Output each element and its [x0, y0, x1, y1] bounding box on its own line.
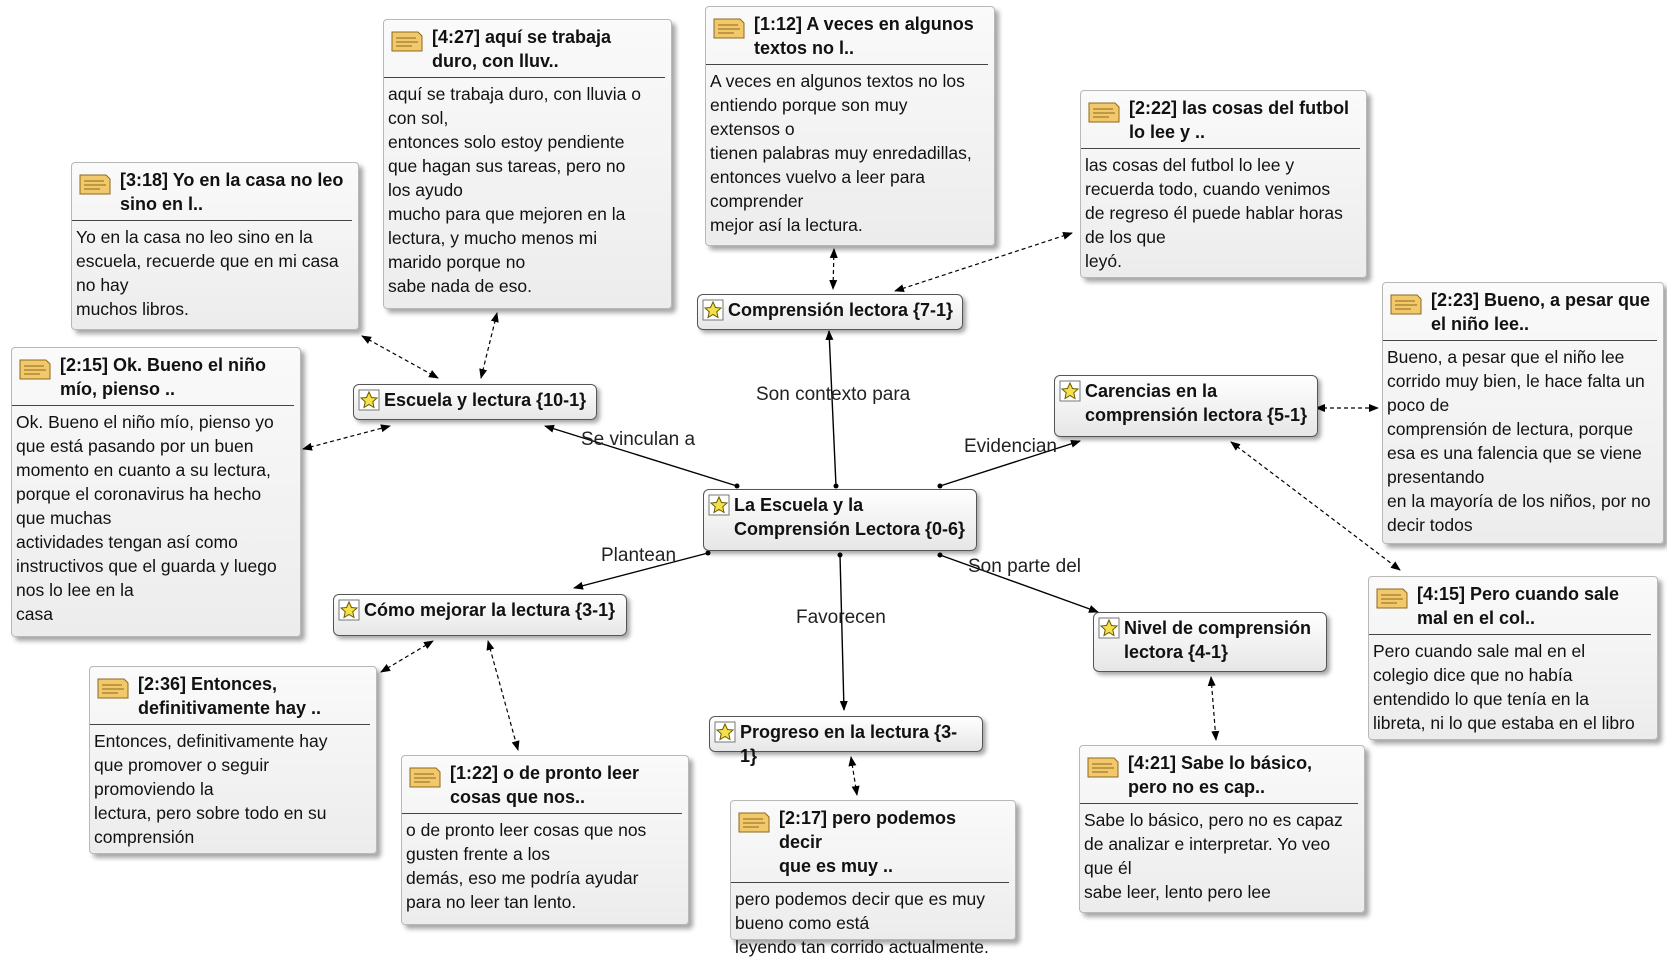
quote-note-icon — [1376, 588, 1408, 609]
quote-header: [2:17] pero podemos decir que es muy .. — [731, 801, 1009, 883]
link-son-parte — [939, 554, 1099, 613]
quote-title: [4:27] aquí se trabaja duro, con lluv.. — [432, 27, 612, 71]
link-q421 — [1207, 676, 1220, 741]
link-q112 — [829, 248, 838, 290]
quote-text: Entonces, definitivamente hay que promov… — [94, 731, 328, 847]
quote-title: [2:22] las cosas del futbol lo lee y .. — [1129, 98, 1350, 142]
quote-header: [1:22] o de pronto leer cosas que nos.. — [402, 756, 682, 814]
quote-title: [3:18] Yo en la casa no leo sino en l.. — [120, 170, 344, 214]
quote-note-icon — [713, 18, 745, 39]
code-label: Escuela y lectura {10-1} — [384, 390, 587, 410]
relation-label-evidencian: Evidencian — [964, 436, 1057, 457]
code-icon — [714, 721, 736, 743]
quote-2-17[interactable]: [2:17] pero podemos decir que es muy .. … — [730, 800, 1016, 957]
link-q122 — [486, 640, 520, 751]
link-se-vinculan — [544, 424, 738, 487]
code-center[interactable]: La Escuela y la Comprensión Lectora {0-6… — [703, 489, 977, 551]
quote-header: [1:12] A veces en algunos textos no l.. — [706, 7, 988, 65]
quote-text: Sabe lo básico, pero no es capaz de anal… — [1084, 810, 1343, 902]
relation-label-son-contexto: Son contexto para — [756, 384, 911, 405]
quote-note-icon — [19, 359, 51, 380]
quote-4-27[interactable]: [4:27] aquí se trabaja duro, con lluv.. … — [383, 19, 672, 309]
quote-1-22[interactable]: [1:22] o de pronto leer cosas que nos.. … — [401, 755, 689, 925]
quote-title: [2:15] Ok. Bueno el niño mío, pienso .. — [60, 355, 267, 399]
quote-header: [4:21] Sabe lo básico, pero no es cap.. — [1080, 746, 1358, 804]
code-icon — [1059, 380, 1081, 402]
quote-text: las cosas del futbol lo lee y recuerda t… — [1085, 155, 1343, 271]
code-label: Cómo mejorar la lectura {3-1} — [364, 600, 616, 620]
quote-note-icon — [1088, 102, 1120, 123]
quote-title: [2:36] Entonces, definitivamente hay .. — [138, 674, 322, 718]
quote-header: [2:36] Entonces, definitivamente hay .. — [90, 667, 370, 725]
quote-text: o de pronto leer cosas que nos gusten fr… — [406, 820, 647, 912]
quote-text: pero podemos decir que es muy bueno como… — [735, 889, 989, 957]
quote-header: [2:15] Ok. Bueno el niño mío, pienso .. — [12, 348, 294, 406]
code-label: Carencias en la comprensión lectora {5-1… — [1085, 381, 1308, 425]
quote-2-22[interactable]: [2:22] las cosas del futbol lo lee y .. … — [1080, 90, 1367, 278]
quote-4-21[interactable]: [4:21] Sabe lo básico, pero no es cap.. … — [1079, 745, 1365, 913]
quote-note-icon — [738, 812, 770, 833]
code-icon — [708, 494, 730, 516]
link-q415 — [1230, 441, 1401, 571]
link-q427 — [479, 312, 499, 379]
link-q222 — [894, 232, 1073, 292]
quote-text: Yo en la casa no leo sino en la escuela,… — [76, 227, 339, 319]
relation-label-son-parte: Son parte del — [968, 556, 1082, 577]
quote-2-15[interactable]: [2:15] Ok. Bueno el niño mío, pienso .. … — [11, 347, 301, 637]
quote-note-icon — [1087, 757, 1119, 778]
link-son-contexto — [825, 330, 837, 487]
quote-title: [4:15] Pero cuando sale mal en el col.. — [1417, 584, 1620, 628]
relation-label-se-vinculan: Se vinculan a — [581, 429, 696, 450]
quote-1-12[interactable]: [1:12] A veces en algunos textos no l.. … — [705, 6, 995, 246]
link-favorecen — [839, 554, 848, 711]
link-q318 — [361, 335, 439, 379]
quote-title: [1:22] o de pronto leer cosas que nos.. — [450, 763, 640, 807]
quote-4-15[interactable]: [4:15] Pero cuando sale mal en el col.. … — [1368, 576, 1658, 740]
quote-text: Bueno, a pesar que el niño lee corrido m… — [1387, 347, 1651, 535]
code-nivel[interactable]: Nivel de comprensión lectora {4-1} — [1093, 612, 1327, 672]
code-label: Progreso en la lectura {3-1} — [740, 722, 958, 766]
code-label: Nivel de comprensión lectora {4-1} — [1124, 618, 1312, 662]
code-icon — [1098, 617, 1120, 639]
relation-links — [302, 232, 1401, 796]
quote-header: [4:27] aquí se trabaja duro, con lluv.. — [384, 20, 665, 78]
code-escuela[interactable]: Escuela y lectura {10-1} — [353, 384, 597, 420]
link-q215 — [302, 424, 391, 451]
quote-note-icon — [97, 678, 129, 699]
quote-title: [2:17] pero podemos decir que es muy .. — [779, 808, 957, 876]
code-icon — [358, 389, 380, 411]
quote-note-icon — [1390, 294, 1422, 315]
quote-title: [1:12] A veces en algunos textos no l.. — [754, 14, 974, 58]
quote-text: Ok. Bueno el niño mío, pienso yo que est… — [16, 412, 277, 624]
code-label: Comprensión lectora {7-1} — [728, 300, 954, 320]
quote-note-icon — [391, 31, 423, 52]
quote-note-icon — [79, 174, 111, 195]
code-progreso[interactable]: Progreso en la lectura {3-1} — [709, 716, 983, 766]
quote-header: [2:23] Bueno, a pesar que el niño lee.. — [1383, 283, 1657, 341]
code-icon — [702, 299, 724, 321]
quote-2-36[interactable]: [2:36] Entonces, definitivamente hay .. … — [89, 666, 377, 854]
link-plantean — [573, 552, 709, 590]
quote-header: [4:15] Pero cuando sale mal en el col.. — [1369, 577, 1651, 635]
relation-label-favorecen: Favorecen — [796, 607, 886, 628]
quote-title: [4:21] Sabe lo básico, pero no es cap.. — [1128, 753, 1313, 797]
code-comprension[interactable]: Comprensión lectora {7-1} — [697, 294, 963, 330]
quote-header: [2:22] las cosas del futbol lo lee y .. — [1081, 91, 1360, 149]
code-icon — [338, 599, 360, 621]
code-como-mejorar[interactable]: Cómo mejorar la lectura {3-1} — [333, 594, 627, 636]
quote-header: [3:18] Yo en la casa no leo sino en l.. — [72, 163, 352, 221]
quote-text: A veces en algunos textos no los entiend… — [710, 71, 972, 235]
code-carencias[interactable]: Carencias en la comprensión lectora {5-1… — [1054, 375, 1318, 437]
quote-note-icon — [409, 767, 441, 788]
link-evidencian — [939, 439, 1081, 487]
quote-3-18[interactable]: [3:18] Yo en la casa no leo sino en l.. … — [71, 162, 359, 330]
quote-text: Pero cuando sale mal en el colegio dice … — [1373, 641, 1635, 733]
quote-text: aquí se trabaja duro, con lluvia o con s… — [388, 84, 641, 296]
quote-title: [2:23] Bueno, a pesar que el niño lee.. — [1431, 290, 1651, 334]
relation-label-plantean: Plantean — [601, 545, 677, 566]
link-q236 — [380, 640, 434, 673]
quote-2-23[interactable]: [2:23] Bueno, a pesar que el niño lee.. … — [1382, 282, 1664, 544]
code-label: La Escuela y la Comprensión Lectora {0-6… — [734, 495, 966, 539]
